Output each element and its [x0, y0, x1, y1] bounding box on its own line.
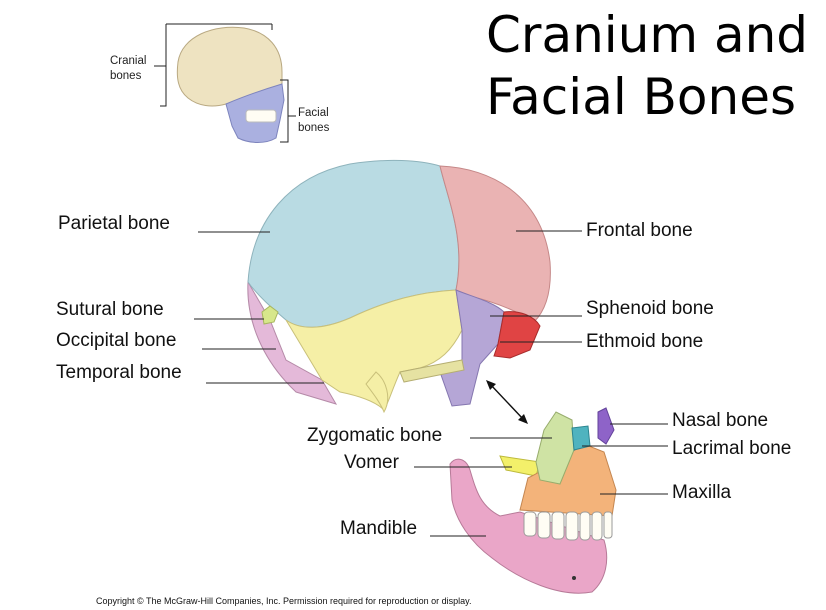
inset-facial-bracket: [280, 79, 289, 143]
temporal-process: [365, 371, 389, 414]
occipital-region: [247, 280, 338, 405]
label-occipital-bone: Occipital bone: [56, 330, 177, 351]
title-line-2: Facial Bones: [486, 68, 797, 126]
ethmoid-region: [493, 311, 541, 359]
teeth: [523, 511, 613, 541]
facial-skeleton: [449, 407, 617, 594]
vomer-region: [499, 455, 541, 477]
label-nasal-bone: Nasal bone: [672, 410, 769, 431]
label-vomer: Vomer: [344, 452, 399, 473]
mental-foramen: [572, 576, 576, 580]
label-frontal-bone: Frontal bone: [586, 220, 693, 241]
label-ethmoid-bone: Ethmoid bone: [586, 331, 704, 352]
label-lacrimal-bone: Lacrimal bone: [672, 438, 792, 459]
leader-lines: [194, 230, 668, 537]
label-parietal-bone: Parietal bone: [58, 213, 170, 234]
label-sutural-bone: Sutural bone: [56, 299, 164, 320]
label-zygomatic-bone: Zygomatic bone: [307, 425, 443, 446]
label-sphenoid-bone: Sphenoid bone: [586, 298, 714, 319]
inset-skull: [154, 23, 296, 143]
temporal-region: [285, 289, 463, 411]
inset-facial-label: Facial bones: [298, 107, 330, 134]
zygomatic-arch: [399, 359, 465, 383]
label-temporal-bone: Temporal bone: [56, 362, 182, 383]
main-cranium: [247, 159, 551, 414]
page-title: Cranium and Facial Bones: [486, 4, 816, 128]
inset-cranial-label: Cranial bones: [110, 55, 147, 82]
inset-teeth: [245, 109, 277, 123]
disarticulation-arrow: [486, 380, 528, 424]
nasal-region: [597, 407, 615, 445]
zygomatic-region: [535, 411, 575, 485]
label-maxilla: Maxilla: [672, 482, 732, 503]
title-line-1: Cranium and: [486, 6, 809, 64]
label-mandible: Mandible: [340, 518, 418, 539]
sutural-bone-region: [261, 305, 279, 325]
inset-cranial-bracket: [160, 24, 167, 107]
copyright-notice: Copyright © The McGraw-Hill Companies, I…: [96, 596, 472, 606]
